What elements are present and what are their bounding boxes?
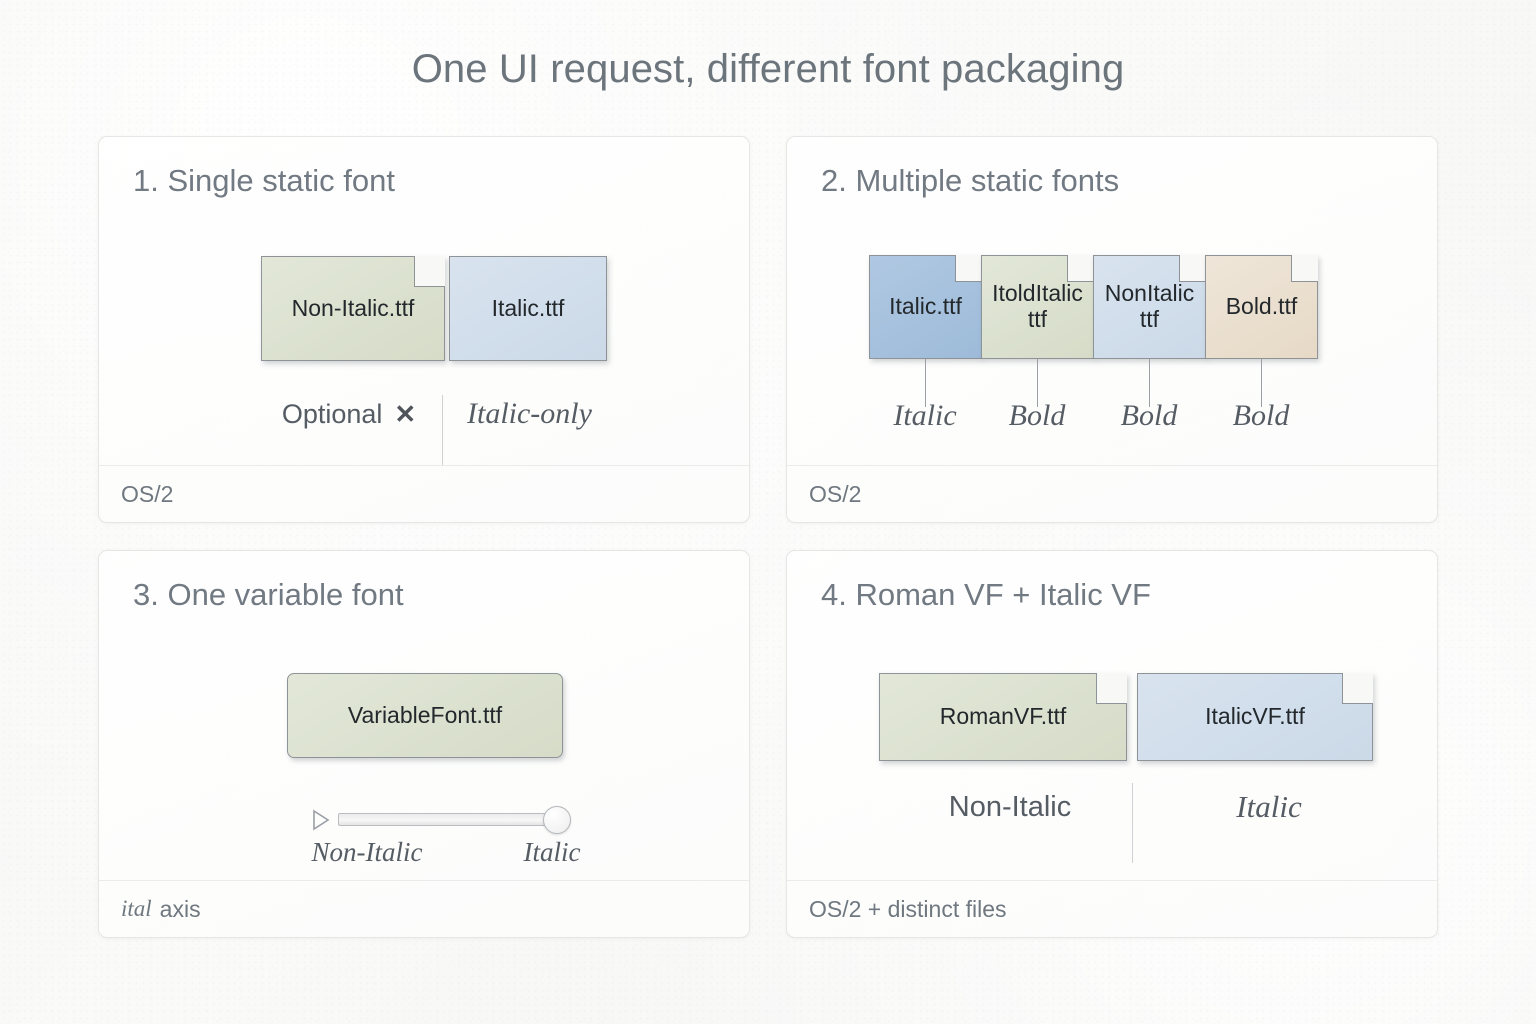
label-divider <box>442 395 443 465</box>
label-bold-1: Bold <box>1008 399 1066 432</box>
slider-knob[interactable] <box>543 806 571 834</box>
folded-corner-icon <box>955 255 982 282</box>
file-card-label: ItalicVF.ttf <box>1205 703 1305 730</box>
label-optional-text: Optional <box>281 399 383 429</box>
file-card-italic-ttf[interactable]: Italic.ttf <box>869 255 982 359</box>
panel-3-footer-text: axis <box>159 895 201 922</box>
file-card-label: Italic.ttf <box>889 293 962 320</box>
file-card-label: VariableFont.ttf <box>347 701 503 728</box>
label-divider <box>1132 783 1133 863</box>
folded-corner-icon <box>1342 673 1373 704</box>
slider-track[interactable] <box>338 813 553 826</box>
file-card-non-italic-ttf[interactable]: Non-Italic.ttf <box>261 256 445 361</box>
slider-label-non-italic: Non-Italic <box>311 837 423 867</box>
panel-2-heading: 2. Multiple static fonts <box>821 163 1120 198</box>
page-title: One UI request, different font packaging <box>411 47 1125 91</box>
file-card-itoldit alic-ttf[interactable]: ItoldItalic ttf <box>981 255 1094 359</box>
file-card-italicvf-ttf[interactable]: ItalicVF.ttf <box>1137 673 1373 761</box>
panel-one-variable-font: 3. One variable font VariableFont.ttf No… <box>98 550 750 938</box>
play-triangle-icon <box>312 809 330 831</box>
slider-label-italic: Italic <box>523 837 581 867</box>
folded-corner-icon <box>414 256 445 287</box>
file-card-label: Italic.ttf <box>491 294 565 321</box>
label-non-italic: Non-Italic <box>948 791 1072 823</box>
panel-1-footer: OS/2 <box>99 465 749 522</box>
label-italic: Italic <box>1236 789 1302 824</box>
play-triangle-svg <box>313 809 330 831</box>
file-card-bold-ttf[interactable]: Bold.ttf <box>1205 255 1318 359</box>
label-optional: Optional ✕ <box>219 399 479 430</box>
label-italic-only: Italic-only <box>467 397 592 430</box>
panel-1-footer-text: OS/2 <box>121 480 174 507</box>
ital-axis-slider[interactable] <box>304 796 664 836</box>
panel-4-heading: 4. Roman VF + Italic VF <box>821 577 1151 612</box>
file-card-romanvf-ttf[interactable]: RomanVF.ttf <box>879 673 1127 761</box>
folded-corner-icon <box>1291 255 1318 282</box>
panel-roman-vf-italic-vf: 4. Roman VF + Italic VF RomanVF.ttf Ital… <box>786 550 1438 938</box>
file-card-label: NonItalic ttf <box>1104 280 1195 332</box>
panel-single-static-font: 1. Single static font Non-Italic.ttf Ita… <box>98 136 750 523</box>
panel-3-footer-axis-name: ital <box>121 896 152 921</box>
file-card-label: Non-Italic.ttf <box>291 294 415 321</box>
panel-3-footer: ital axis <box>99 880 749 937</box>
folded-corner-icon <box>1179 255 1206 282</box>
panel-1-heading: 1. Single static font <box>133 163 395 198</box>
connector-line <box>1261 359 1262 407</box>
connector-line <box>1037 359 1038 407</box>
panel-2-footer-text: OS/2 <box>809 480 862 507</box>
folded-corner-icon <box>1067 255 1094 282</box>
file-card-italic-ttf[interactable]: Italic.ttf <box>449 256 607 361</box>
file-card-label: RomanVF.ttf <box>939 703 1067 730</box>
panel-4-footer-text: OS/2 + distinct files <box>809 895 1007 922</box>
file-card-label: Bold.ttf <box>1225 293 1298 320</box>
file-card-label: ItoldItalic ttf <box>992 280 1083 332</box>
connector-line <box>1149 359 1150 407</box>
connector-line <box>925 359 926 407</box>
folded-corner-icon <box>1096 673 1127 704</box>
panel-2-footer: OS/2 <box>787 465 1437 522</box>
file-card-variablefont-ttf[interactable]: VariableFont.ttf <box>287 673 563 758</box>
file-card-nonitalic-ttf[interactable]: NonItalic ttf <box>1093 255 1206 359</box>
panel-3-heading: 3. One variable font <box>133 577 404 612</box>
label-bold-3: Bold <box>1232 399 1290 432</box>
panel-4-footer: OS/2 + distinct files <box>787 880 1437 937</box>
label-bold-2: Bold <box>1120 399 1178 432</box>
panel-multiple-static-fonts: 2. Multiple static fonts Italic.ttf Itol… <box>786 136 1438 523</box>
cross-icon: ✕ <box>394 399 417 429</box>
